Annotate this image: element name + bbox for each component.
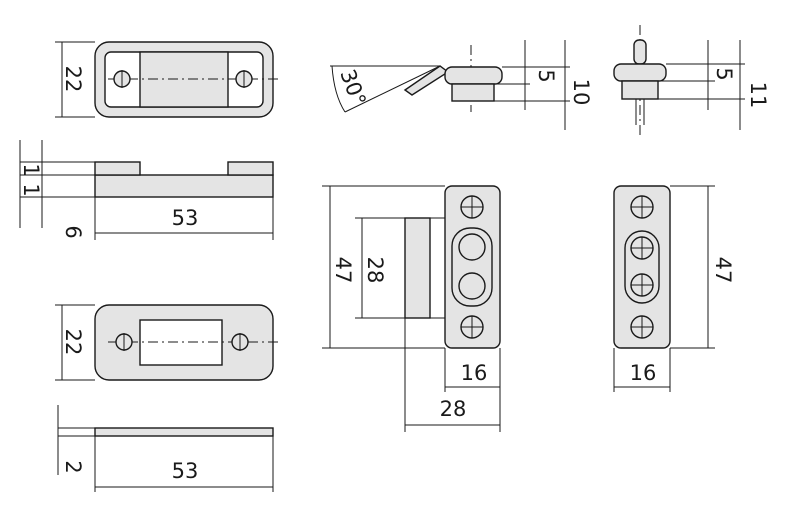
front-left-inner-height-label: 28 [363, 257, 387, 284]
angle-view: 30° [330, 65, 450, 113]
side-view-right: 5 11 [613, 25, 770, 135]
bottom-plate-width-label: 53 [172, 459, 199, 483]
side-view-right-pin [633, 39, 647, 65]
side-view-left: 5 10 [444, 40, 593, 130]
front-left-magnet-upper [458, 233, 486, 261]
bottom-plate-thickness-label: 2 [61, 460, 85, 473]
bottom-plate-side-body [94, 427, 274, 437]
top-plate-side-left-lip [94, 161, 141, 176]
angle-view-part [403, 65, 450, 96]
top-plate-thickness-label: 6 [61, 225, 85, 238]
front-right-height-label: 47 [711, 257, 735, 284]
bottom-plate-side-view: 53 2 [57, 405, 274, 492]
top-plate-view: 22 [55, 41, 282, 118]
top-plate-width-label: 53 [172, 206, 199, 230]
side-view-left-small-label: 5 [534, 69, 558, 82]
side-view-right-body [621, 80, 659, 100]
front-view-right: 47 16 [613, 185, 735, 392]
side-view-left-body [451, 83, 495, 102]
front-left-magnet-lower [458, 272, 486, 300]
front-left-outer-height-label: 47 [331, 257, 355, 284]
front-left-depth-label: 28 [440, 397, 467, 421]
side-view-right-cap [613, 63, 667, 82]
side-view-left-large-label: 10 [569, 79, 593, 106]
top-plate-gap-label-1: 1 [19, 163, 43, 176]
top-plate-side-right-lip [227, 161, 274, 176]
top-plate-side-view: 53 1 1 6 [19, 140, 274, 240]
front-view-left: 47 28 16 28 [322, 185, 501, 432]
side-view-right-large-label: 11 [746, 82, 770, 109]
front-left-stem [404, 217, 431, 319]
top-plate-height-label: 22 [61, 66, 85, 93]
angle-arc [331, 65, 346, 113]
bottom-plate-height-label: 22 [61, 329, 85, 356]
front-right-width-label: 16 [630, 361, 657, 385]
front-left-width-label: 16 [461, 361, 488, 385]
side-view-left-cap [444, 66, 503, 85]
top-plate-gap-label-2: 1 [19, 183, 43, 196]
bottom-plate-view: 22 [55, 304, 282, 381]
side-view-right-small-label: 5 [712, 67, 736, 80]
top-plate-side-body [94, 174, 274, 198]
